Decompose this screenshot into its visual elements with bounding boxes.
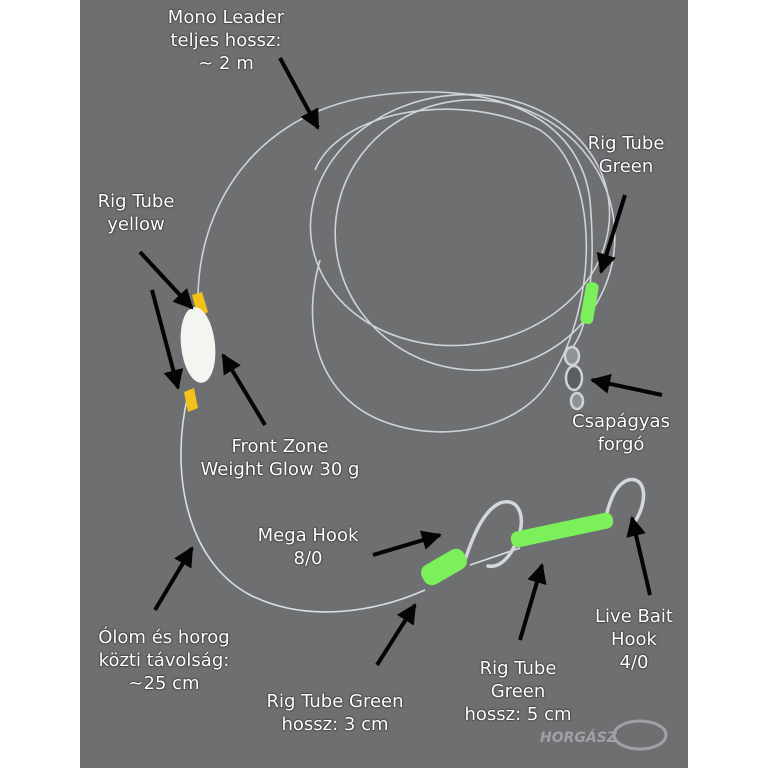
rig-illustration: HORGÁSZ xyxy=(138,57,668,751)
svg-text:HORGÁSZ: HORGÁSZ xyxy=(540,729,618,746)
callout-arrows xyxy=(138,57,663,667)
rig-tube-green-3cm xyxy=(421,548,467,586)
label-mega-hook: Mega Hook 8/0 xyxy=(257,525,359,569)
label-rig-tube-yellow: Rig Tube yellow xyxy=(97,191,175,235)
label-mono-leader: Mono Leader teljes hossz: ~ 2 m xyxy=(167,7,285,74)
label-csapagyas-forgo: Csapágyas forgó xyxy=(572,411,670,455)
mega-hook xyxy=(463,500,524,569)
rig-tube-green-5cm xyxy=(510,512,614,548)
label-distance: Ólom és horog közti távolság: ~25 cm xyxy=(98,627,230,694)
front-zone-weight xyxy=(180,292,216,412)
swivel xyxy=(563,345,585,411)
label-front-zone: Front Zone Weight Glow 30 g xyxy=(200,436,360,480)
live-bait-hook xyxy=(603,477,646,522)
label-live-bait-hook: Live Bait Hook 4/0 xyxy=(595,606,673,673)
lower-leader xyxy=(180,394,426,613)
rig-photo: HORGÁSZ Mono Leader teljes hossz: ~ 2 m … xyxy=(80,0,688,768)
label-rig-tube-green-3cm: Rig Tube Green hossz: 3 cm xyxy=(266,691,404,735)
mono-leader-loops xyxy=(197,91,616,433)
label-rig-tube-green-5cm: Rig Tube Green hossz: 5 cm xyxy=(464,658,572,725)
watermark-logo: HORGÁSZ xyxy=(540,719,668,751)
rig-tube-green-top xyxy=(580,282,599,325)
label-rig-tube-green-top: Rig Tube Green xyxy=(587,133,665,177)
